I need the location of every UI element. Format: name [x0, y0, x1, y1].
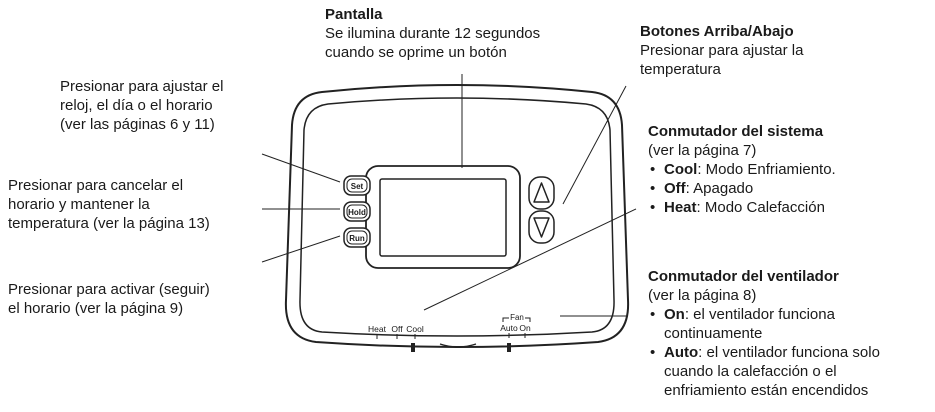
pantalla-line2: cuando se oprime un botón — [325, 44, 507, 61]
housing-bottom-tab — [439, 343, 477, 348]
hold-button[interactable]: Hold — [343, 201, 371, 222]
leader-botones — [562, 85, 627, 205]
sistema-title: Conmutador del sistema — [648, 123, 824, 140]
botones-line1: Presionar para ajustar la — [640, 42, 804, 59]
run-button-label: Run — [349, 234, 365, 243]
hold-callout: Presionar para cancelar el horario y man… — [8, 176, 210, 233]
ventilador-list: On: el ventilador funciona continuamente… — [648, 305, 880, 400]
set-callout-line3: (ver las páginas 6 y 11) — [60, 116, 215, 133]
fan-switch-lever[interactable] — [507, 343, 511, 352]
sistema-callout: Conmutador del sistema (ver la página 7)… — [648, 122, 836, 217]
sistema-item-cool: Cool: Modo Enfriamiento. — [648, 160, 836, 179]
hold-callout-line1: Presionar para cancelar el — [8, 177, 184, 194]
botones-line2: temperatura — [640, 61, 721, 78]
pantalla-line1: Se ilumina durante 12 segundos — [325, 25, 541, 42]
leader-sistema — [423, 208, 637, 311]
up-arrow-button[interactable] — [528, 176, 555, 210]
ventilador-item-auto: Auto: el ventilador funciona solo cuando… — [648, 343, 880, 400]
leader-run — [261, 235, 341, 263]
pantalla-title: Pantalla — [325, 6, 383, 23]
botones-callout: Botones Arriba/Abajo Presionar para ajus… — [640, 22, 803, 79]
thermostat-outer-housing — [284, 84, 630, 348]
set-callout: Presionar para ajustar el reloj, el día … — [60, 77, 223, 134]
set-callout-line1: Presionar para ajustar el — [60, 78, 224, 95]
system-switch[interactable]: Heat Off Cool — [368, 324, 424, 352]
ventilador-item-on: On: el ventilador funciona continuamente — [648, 305, 880, 343]
fan-label-on: On — [519, 323, 531, 333]
sistema-item-off: Off: Apagado — [648, 179, 836, 198]
sistema-list: Cool: Modo Enfriamiento. Off: Apagado He… — [648, 160, 836, 217]
sistema-ref: (ver la página 7) — [648, 142, 757, 159]
hold-callout-line2: horario y mantener la — [8, 196, 150, 213]
botones-title: Botones Arriba/Abajo — [640, 23, 794, 40]
switch-label-cool: Cool — [406, 324, 424, 334]
fan-switch[interactable]: Fan Auto On — [500, 313, 531, 352]
switch-label-off: Off — [391, 324, 403, 334]
run-button[interactable]: Run — [343, 227, 371, 248]
hold-button-label: Hold — [348, 208, 366, 217]
ventilador-title: Conmutador del ventilador — [648, 268, 839, 285]
sistema-item-heat: Heat: Modo Calefacción — [648, 198, 836, 217]
ventilador-callout: Conmutador del ventilador (ver la página… — [648, 267, 880, 400]
switch-label-heat: Heat — [368, 324, 387, 334]
set-callout-line2: reloj, el día o el horario — [60, 97, 213, 114]
ventilador-ref: (ver la página 8) — [648, 287, 757, 304]
hold-callout-line3: temperatura (ver la página 13) — [8, 215, 210, 232]
fan-label-auto: Auto — [500, 323, 518, 333]
up-triangle-icon — [533, 182, 550, 203]
run-callout: Presionar para activar (seguir) el horar… — [8, 280, 210, 318]
display-screen[interactable] — [379, 178, 507, 257]
down-triangle-icon — [533, 217, 550, 238]
leader-set — [261, 153, 341, 183]
set-button[interactable]: Set — [343, 175, 371, 196]
run-callout-line2: el horario (ver la página 9) — [8, 300, 184, 317]
down-arrow-button[interactable] — [528, 210, 555, 244]
fan-label: Fan — [510, 313, 524, 322]
thermostat-inner-panel — [299, 97, 615, 337]
set-button-label: Set — [351, 182, 364, 191]
system-switch-lever[interactable] — [411, 343, 415, 352]
run-callout-line1: Presionar para activar (seguir) — [8, 281, 210, 298]
pantalla-callout: Pantalla Se ilumina durante 12 segundos … — [325, 5, 540, 62]
